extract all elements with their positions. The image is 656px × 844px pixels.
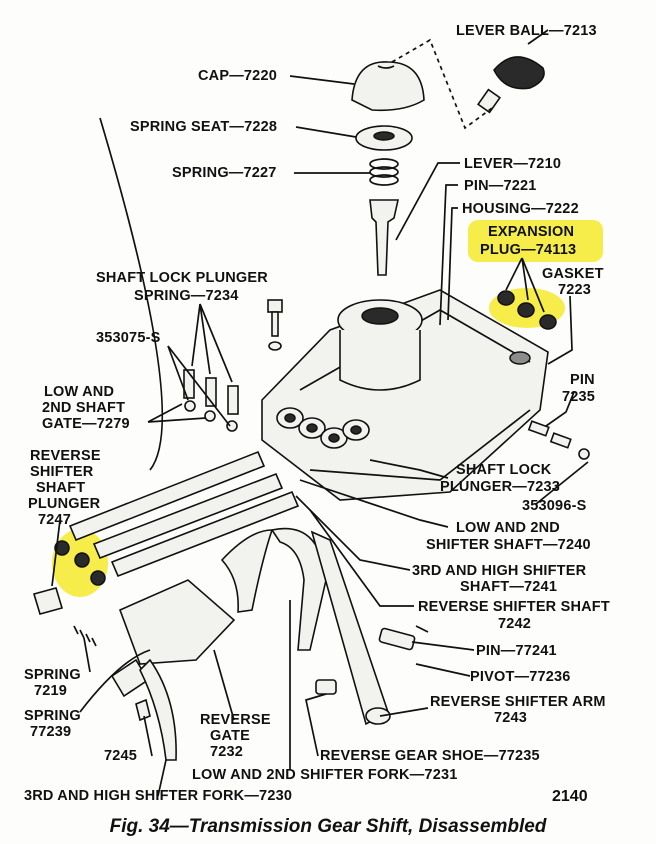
label-reverse-arm-line2: 7243: [494, 710, 527, 726]
label-shaft-lock-plunger-line1: SHAFT LOCK: [456, 462, 552, 478]
label-pivot: PIVOT—77236: [470, 669, 571, 685]
label-reverse-plunger-line1: REVERSE: [30, 448, 101, 464]
label-low-2nd-gate-line2: 2ND SHAFT: [42, 400, 125, 416]
plunger-7247: [32, 587, 64, 615]
leader-lines: [51, 29, 589, 797]
label-low-2nd-shaft-line1: LOW AND 2ND: [456, 520, 560, 536]
label-lever-ball: LEVER BALL—7213: [456, 23, 597, 39]
spring-seat: [355, 125, 413, 151]
label-lock-spring-line2: SPRING—7234: [134, 288, 239, 304]
label-lock-spring-line1: SHAFT LOCK PLUNGER: [96, 270, 268, 286]
label-spring-7219-line2: 7219: [34, 683, 67, 699]
label-cap: CAP—7220: [198, 68, 277, 84]
reverse-shifter-arm: [310, 530, 391, 726]
spring: [369, 158, 399, 186]
assembly-dash-line: [391, 38, 493, 130]
label-pin-77241: PIN—77241: [476, 643, 557, 659]
label-353096-s: 353096-S: [522, 498, 587, 514]
figure-caption: Fig. 34—Transmission Gear Shift, Disasse…: [109, 816, 547, 837]
lock-springs: [183, 369, 239, 432]
label-spring-7227: SPRING—7227: [172, 165, 277, 181]
label-gasket-line2: 7223: [558, 282, 591, 298]
lever-part: [369, 199, 399, 276]
label-lever: LEVER—7210: [464, 156, 561, 172]
label-reverse-gate-line2: GATE: [210, 728, 250, 744]
label-7245: 7245: [104, 748, 137, 764]
label-housing: HOUSING—7222: [462, 201, 579, 217]
label-shaft-lock-plunger-line2: PLUNGER—7233: [440, 479, 560, 495]
label-3rd-high-shaft-line1: 3RD AND HIGH SHIFTER: [412, 563, 587, 579]
shaft-lock-plungers: [527, 420, 590, 460]
part-7245: [135, 698, 151, 722]
label-reverse-shaft-line2: 7242: [498, 616, 531, 632]
reverse-gear-shoe: [315, 679, 337, 695]
fork-low-2nd: [220, 527, 327, 651]
shifter-shafts: [68, 450, 300, 578]
label-spring-77239-line1: SPRING: [24, 708, 81, 724]
housing: [261, 289, 549, 501]
figure-number: 2140: [552, 788, 588, 805]
shaft-bores: [276, 407, 370, 449]
label-reverse-gear-shoe: REVERSE GEAR SHOE—77235: [320, 748, 540, 764]
label-low-2nd-gate-line1: LOW AND: [44, 384, 114, 400]
label-reverse-plunger-line4: PLUNGER: [28, 496, 101, 512]
labels: LEVER BALL—7213 CAP—7220 SPRING SEAT—722…: [24, 23, 610, 804]
label-3rd-high-shaft-line2: SHAFT—7241: [460, 579, 557, 595]
spring-7219: [73, 625, 97, 647]
label-low-2nd-gate-line3: GATE—7279: [42, 416, 130, 432]
label-reverse-shaft-line1: REVERSE SHIFTER SHAFT: [418, 599, 610, 615]
reverse-plungers: [54, 540, 106, 586]
label-353075-s: 353075-S: [96, 330, 161, 346]
label-reverse-arm-line1: REVERSE SHIFTER ARM: [430, 694, 606, 710]
bolt: [267, 299, 283, 351]
expansion-plug-highlight: [468, 220, 603, 262]
label-pin-7235-line1: PIN: [570, 372, 595, 388]
label-expansion-plug-line2: PLUG—74113: [480, 242, 576, 258]
label-3rd-high-fork: 3RD AND HIGH SHIFTER FORK—7230: [24, 788, 292, 804]
label-reverse-plunger-line5: 7247: [38, 512, 71, 528]
label-spring-77239-line2: 77239: [30, 724, 71, 740]
label-reverse-plunger-line2: SHIFTER: [30, 464, 94, 480]
label-low-2nd-fork: LOW AND 2ND SHIFTER FORK—7231: [192, 767, 457, 783]
lever-ball: [476, 56, 545, 114]
cap: [351, 61, 425, 112]
label-pin-7221: PIN—7221: [464, 178, 537, 194]
label-spring-seat: SPRING SEAT—7228: [130, 119, 277, 135]
label-reverse-gate-line1: REVERSE: [200, 712, 271, 728]
reverse-gate: [110, 579, 236, 698]
label-low-2nd-shaft-line2: SHIFTER SHAFT—7240: [426, 537, 591, 553]
expansion-plugs: [497, 290, 557, 330]
pivot-pin: [378, 625, 429, 651]
label-gasket-line1: GASKET: [542, 266, 604, 282]
label-expansion-plug-line1: EXPANSION: [488, 224, 574, 240]
label-reverse-gate-line3: 7232: [210, 744, 243, 760]
label-reverse-plunger-line3: SHAFT: [36, 480, 85, 496]
fork-3rd-high: [139, 658, 177, 761]
label-spring-7219-line1: SPRING: [24, 667, 81, 683]
label-pin-7235-line2: 7235: [562, 389, 595, 405]
